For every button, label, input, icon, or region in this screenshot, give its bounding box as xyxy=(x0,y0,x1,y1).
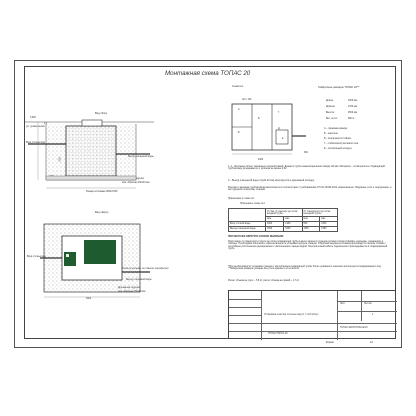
soil-note: Расчет объема на грунт – 5,5 м³, расчет … xyxy=(228,280,300,282)
table-header-cell xyxy=(228,208,266,222)
drawing-frame xyxy=(24,66,396,339)
dim-row-1-val: 1780 мм; xyxy=(348,106,358,108)
depth-dim-1: 0,3 xyxy=(44,123,48,125)
top-view-label: Вид сверху xyxy=(95,211,109,214)
stamp-sheets-label: Листов xyxy=(364,303,372,305)
scheme-graphic xyxy=(231,103,306,155)
extra-text: *При необходимости установки станции с з… xyxy=(228,265,382,271)
dim-row-2-val: 2500 мм; xyxy=(348,112,358,114)
zone-v: В xyxy=(258,118,260,120)
dim-row-1-key: Ширина: xyxy=(326,106,336,108)
side-view-graphic xyxy=(24,119,154,189)
zone-e: Е xyxy=(282,138,284,140)
legend-item-2: В – вторичный отстойник; xyxy=(324,138,352,140)
notes-subheading: Примечания к схеме №1 xyxy=(228,198,255,200)
pipe-table-caption: Пояснения к схеме №1 xyxy=(240,203,265,205)
dim-row-0-val: 2300 мм; xyxy=(348,100,358,102)
side-inlet-label: Вход сточных вод xyxy=(26,142,45,144)
stamp-format-value: А3 xyxy=(370,342,373,344)
table-cell-name: Выход очищенной воды xyxy=(228,226,266,232)
dimensions-heading: Габаритные размеры ТОПАС 20**: xyxy=(318,86,360,89)
dim-row-3-val: 690 кг. xyxy=(348,118,355,120)
drainage-note: мин. обратная 150х40 мм xyxy=(122,182,150,184)
dim-row-3-key: Вес, нетто: xyxy=(326,118,338,120)
zone-b: Б xyxy=(238,132,240,134)
table-cell: 1650 xyxy=(264,226,285,232)
scheme-pipe-label: 110 / 100 xyxy=(242,99,252,101)
warning-text: Расстояние от поверхности грунта до лотк… xyxy=(228,240,388,251)
title-block xyxy=(228,290,397,340)
scheme-side-dim: 600 xyxy=(304,152,308,154)
table-header-cell: От бак. уст-ва верх до лотка входной тру… xyxy=(265,208,303,217)
table-subheader-row: мин. мах. мин. мах. xyxy=(229,216,338,222)
note-3: Монтаж и закладка трубопровода выполняет… xyxy=(228,186,392,192)
top-width-dim: 3000 xyxy=(86,298,92,300)
scheme-label: Схема №1 xyxy=(232,86,244,88)
stamp-format-label: Формат xyxy=(326,342,335,344)
stamp-doc-code: ТОПАС-ЭКО/ТОПАС-ЕСО xyxy=(340,327,368,329)
stamp-sheet-no: 1 xyxy=(372,314,374,316)
note-1: 1, 2 – Бетонные блоки, связанные опорной… xyxy=(228,165,385,171)
zone-g: Г xyxy=(278,112,280,114)
table-header-row: От бак. уст-ва верх до лотка входной тру… xyxy=(228,208,338,222)
side-outlet-label: Выход очищенной воды xyxy=(128,156,154,158)
legend-item-1: Б – аэротенк; xyxy=(324,133,339,135)
side-view-label: Вид сбоку xyxy=(95,112,108,115)
legend-item-0: А – приемная камера; xyxy=(324,128,348,130)
zero-mark: 0.000 xyxy=(30,117,36,119)
legend-item-3: Г – стабилизатор активного ила; xyxy=(324,143,359,145)
stamp-product: ТОПАС/ТОПАС 20 xyxy=(268,333,288,335)
table-header-cell: От поверхности до лотка выходной трубы xyxy=(301,208,338,217)
table-cell: 1650 xyxy=(283,226,303,232)
dim-row-0-key: Длина: xyxy=(326,100,334,102)
table-cell: 1350 xyxy=(319,226,338,232)
dim-row-2-key: Высота: xyxy=(326,112,335,114)
stamp-sheet-label: Лист xyxy=(340,303,345,305)
table-cell: 1350 xyxy=(301,226,321,232)
pipe-table: От бак. уст-ва верх до лотка входной тру… xyxy=(228,208,338,232)
stamp-description: Установка очистки сточных вод V = 4,0 м³… xyxy=(264,313,319,316)
zone-a: А xyxy=(238,109,240,111)
zone-d: Д xyxy=(278,128,280,130)
note-2: 3 – Выход очищенной воды (труба 40 мм) м… xyxy=(228,179,315,182)
drawing-title: Монтажная схема ТОПАС 20 xyxy=(165,70,251,77)
scheme-length-dim: 2300 xyxy=(258,159,264,161)
pit-size-label: Размер котлована 3000х3700 xyxy=(86,191,118,193)
legend-item-4: Е – контрольный колодец. xyxy=(324,148,353,150)
top-inlet-label: Вход сточных вод xyxy=(27,256,46,258)
ground-level-label: уст. уровня земли xyxy=(26,126,45,128)
warning-heading: ПРИ МОНТАЖЕ ОБРАТИТЬ ОСОБОЕ ВНИМАНИЕ: xyxy=(228,236,284,238)
table-row: Выход очищенной воды 1650 1650 1350 1350 xyxy=(228,226,338,232)
top-view-graphic xyxy=(40,223,150,298)
